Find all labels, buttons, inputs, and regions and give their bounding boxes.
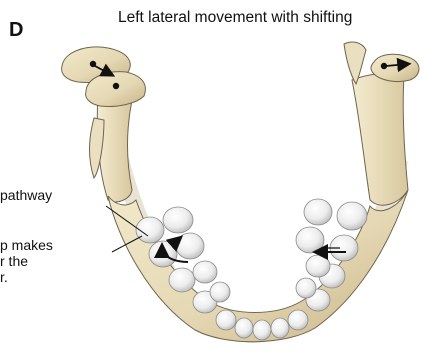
tooth xyxy=(296,278,316,298)
pathway-label: pathway xyxy=(0,188,52,203)
tooth xyxy=(296,227,324,253)
tooth xyxy=(337,202,367,230)
tooth xyxy=(253,320,271,340)
panel-letter: D xyxy=(9,19,23,42)
cusp-label-line-3: r. xyxy=(0,270,8,285)
tooth xyxy=(271,318,289,338)
tooth xyxy=(306,255,330,277)
tooth xyxy=(216,310,236,330)
tooth xyxy=(288,310,308,330)
tooth xyxy=(176,233,204,259)
tooth xyxy=(210,282,230,302)
tooth xyxy=(304,199,332,225)
right-ramus xyxy=(352,73,408,205)
figure-title: Left lateral movement with shifting xyxy=(118,9,352,27)
tooth xyxy=(193,261,217,283)
cusp-label-line-2: r the xyxy=(0,254,28,269)
left-condyle-end-dot xyxy=(113,83,119,89)
tooth xyxy=(163,207,193,233)
tooth xyxy=(235,318,253,338)
right-condyle xyxy=(371,54,419,81)
cusp-label-line-1: p makes xyxy=(0,238,53,253)
tooth xyxy=(169,268,195,292)
